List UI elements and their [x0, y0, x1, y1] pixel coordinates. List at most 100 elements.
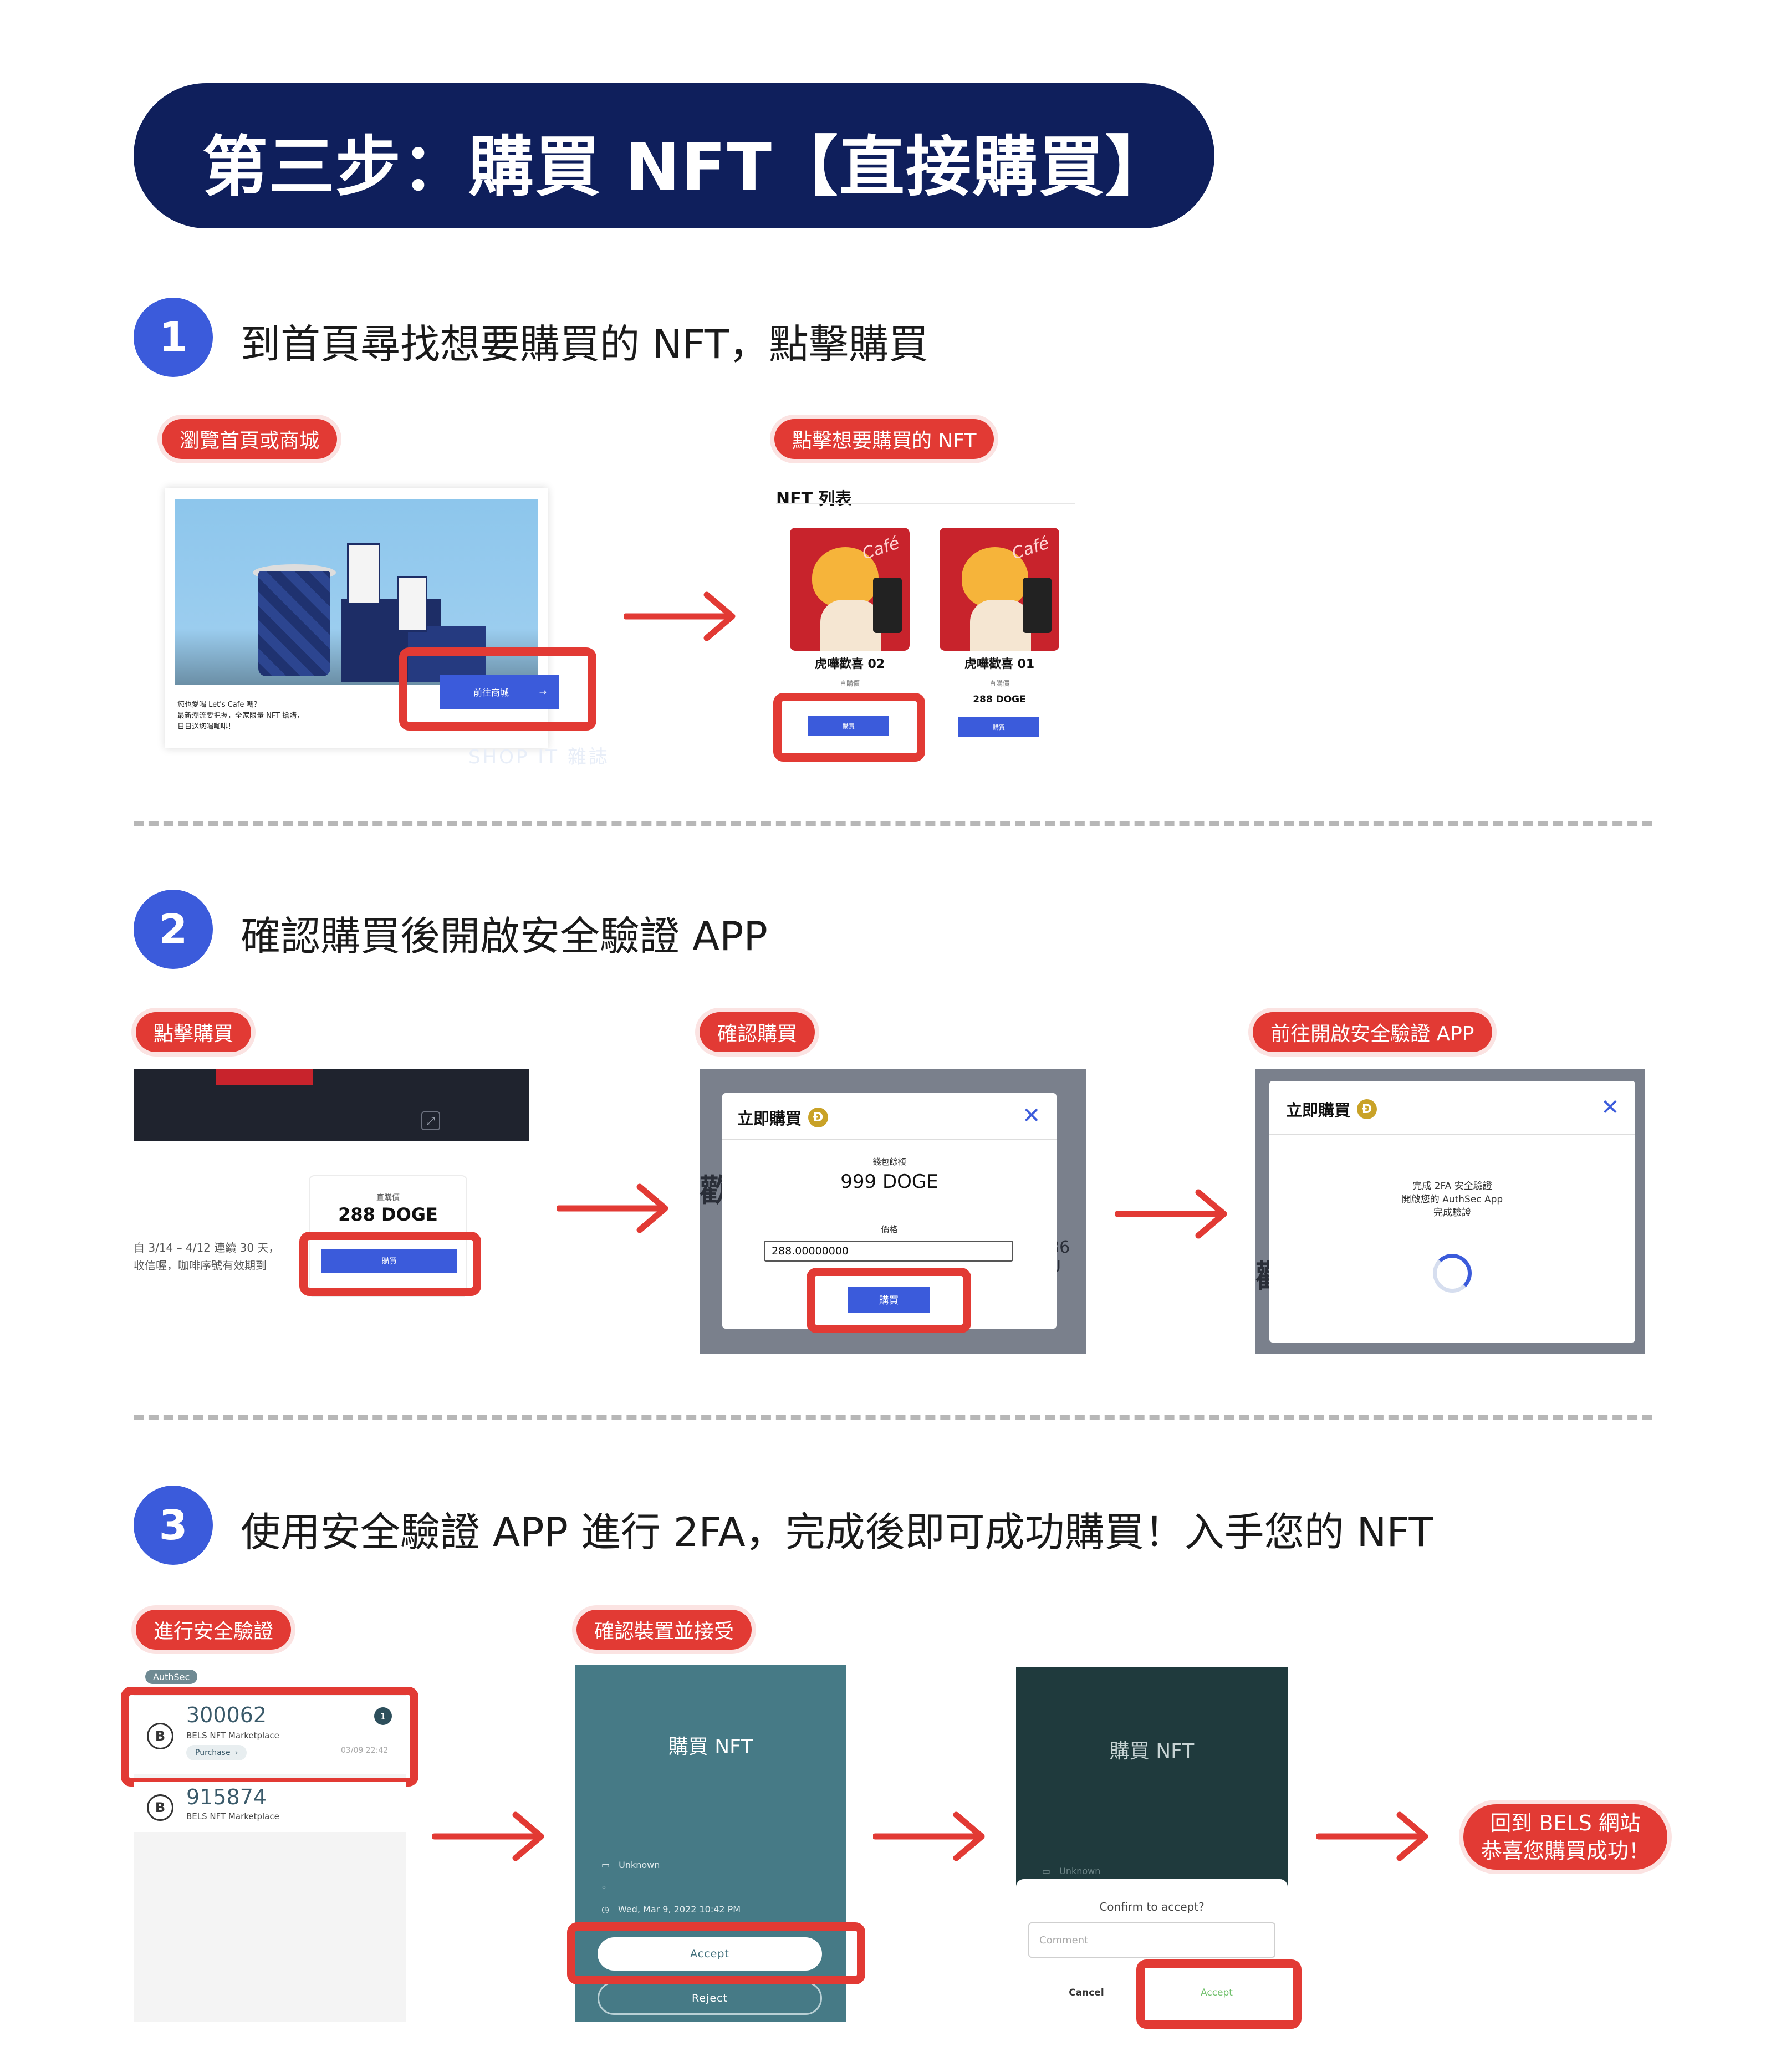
price-label: 價格 — [881, 1224, 898, 1234]
auth-code: 300062 — [186, 1703, 267, 1727]
auth-instructions: 完成 2FA 安全驗證 開啟您的 AuthSec App 完成驗證 — [1269, 1180, 1635, 1219]
arrow-right-icon — [1115, 1189, 1232, 1239]
highlight-accept-button — [1136, 1959, 1302, 2029]
screen-title: 購買 NFT — [1109, 1740, 1195, 1763]
divider — [722, 1139, 1057, 1140]
cafe-word: Café — [1009, 533, 1052, 564]
tag-confirm-device: 確認裝置並接受 — [576, 1610, 752, 1650]
divider — [1269, 1134, 1635, 1135]
modal-title: 立即購買 Ð — [1286, 1098, 1377, 1121]
faint-watermark-text: SHOP IT 雜誌 — [468, 746, 610, 768]
doge-coin-icon: Ð — [1357, 1099, 1377, 1119]
highlight-buy-button — [299, 1232, 481, 1296]
instruction-line: 完成驗證 — [1433, 1207, 1471, 1218]
buy-button[interactable]: 購買 — [808, 716, 889, 736]
step-heading-3: 使用安全驗證 APP 進行 2FA，完成後即可成功購買！入手您的 NFT — [241, 1509, 1433, 1555]
cup-illustration — [873, 578, 902, 633]
instruction-line: 完成 2FA 安全驗證 — [1412, 1181, 1492, 1192]
auth-modal — [1269, 1081, 1635, 1343]
nft-price-label: 直購價 — [839, 680, 860, 687]
price-input[interactable]: 288.00000000 — [764, 1241, 1013, 1262]
nft-list-title: NFT 列表 — [776, 489, 852, 509]
authsec-chip: AuthSec — [145, 1670, 198, 1684]
tag-open-app: 前往開啟安全驗證 APP — [1253, 1012, 1492, 1052]
arrow-right-icon — [557, 1183, 673, 1233]
caption-line: 您也愛喝 Let's Cafe 嗎？ — [177, 701, 261, 709]
highlight-shop-button — [399, 647, 596, 731]
doge-coin-icon: Ð — [808, 1108, 829, 1127]
success-line-1: 回到 BELS 網站 — [1490, 1811, 1641, 1835]
section-divider — [134, 821, 1652, 826]
nft-price-label: 直購價 — [989, 680, 1009, 687]
arrow-right-icon — [432, 1811, 549, 1861]
purchase-chip[interactable]: Purchase › — [186, 1745, 247, 1760]
auth-code: 915874 — [186, 1785, 267, 1809]
tiger-illustration — [962, 547, 1028, 608]
loading-spinner-icon — [1433, 1254, 1472, 1293]
price-value: 288 DOGE — [338, 1204, 438, 1225]
tiger-illustration — [970, 600, 1031, 651]
close-icon[interactable]: ✕ — [1022, 1103, 1041, 1129]
nft-name: 虎嘩歡喜 01 — [964, 657, 1035, 671]
arrow-right-icon — [1316, 1811, 1433, 1861]
comment-input[interactable]: Comment — [1028, 1922, 1275, 1958]
step-number-3: 3 — [134, 1486, 213, 1565]
request-datetime: Wed, Mar 9, 2022 10:42 PM — [617, 1904, 741, 1915]
buy-button[interactable]: 購買 — [848, 1287, 930, 1313]
tag-browse: 瀏覽首頁或商城 — [162, 419, 338, 459]
reject-button[interactable]: Reject — [598, 1982, 822, 2015]
arrow-right-icon — [873, 1811, 989, 1861]
description-line: 收信喔，咖啡序號有效期到 — [134, 1259, 267, 1272]
step-number-1: 1 — [134, 298, 213, 377]
purchase-label: Purchase — [195, 1748, 231, 1757]
laptop-icon: ▭ — [1042, 1866, 1051, 1876]
auth-request-row[interactable] — [134, 1782, 406, 1832]
balance-value: 999 DOGE — [840, 1171, 938, 1193]
auth-request-row[interactable] — [134, 1696, 406, 1774]
auth-app-name: BELS NFT Marketplace — [186, 1731, 279, 1741]
coffee-cup-image — [258, 571, 330, 676]
location-pin-icon: ⌖ — [601, 1882, 607, 1892]
device-name: Unknown — [1059, 1866, 1101, 1876]
go-to-shop-label: 前往商城 — [473, 687, 509, 698]
tag-confirm-buy: 確認購買 — [700, 1012, 815, 1052]
highlight-buy-button — [773, 693, 925, 762]
tiger-illustration — [812, 547, 879, 608]
step-number-2: 2 — [134, 890, 213, 969]
cancel-button[interactable]: Cancel — [1069, 1987, 1104, 1998]
nft-image-01[interactable]: Café — [940, 528, 1059, 651]
chevron-right-icon: › — [234, 1748, 238, 1757]
buy-button[interactable]: 購買 — [321, 1249, 457, 1273]
device-row: ▭ Unknown — [601, 1860, 660, 1870]
bels-logo-icon: B — [147, 1723, 173, 1749]
modal-title-text: 立即購買 — [737, 1109, 802, 1128]
nft-image-02[interactable]: Café — [790, 528, 910, 651]
modal-title: 立即購買 Ð — [737, 1106, 829, 1129]
accept-button[interactable]: Accept — [1201, 1987, 1233, 1998]
step-heading-2: 確認購買後開啟安全驗證 APP — [241, 913, 768, 960]
description-line: 自 3/14 – 4/12 連續 30 天， — [134, 1241, 280, 1254]
coffee-pack-image — [397, 576, 427, 632]
caption-line: 最新潮流要把握，全家限量 NFT 搶購， — [177, 712, 304, 720]
highlight-auth-request — [121, 1687, 418, 1787]
tag-click-buy: 點擊購買 — [136, 1012, 252, 1052]
section-divider — [134, 1415, 1652, 1420]
tiger-illustration — [820, 600, 881, 651]
clock-icon: ◷ — [601, 1904, 609, 1915]
accept-button[interactable]: Accept — [598, 1937, 822, 1971]
bels-logo-icon: B — [147, 1794, 173, 1821]
caption-line: 日日送您喝咖啡！ — [177, 723, 236, 731]
expand-icon[interactable]: ⤢ — [421, 1111, 440, 1130]
highlight-buy-button — [807, 1268, 971, 1333]
arrow-right-icon: → — [539, 686, 547, 697]
location-row: ⌖ — [601, 1882, 606, 1893]
go-to-shop-button[interactable]: 前往商城 → — [440, 675, 559, 709]
buy-button[interactable]: 購買 — [958, 717, 1039, 737]
notification-badge: 1 — [374, 1707, 392, 1725]
auth-time: 03/09 22:42 — [341, 1746, 389, 1755]
close-icon[interactable]: ✕ — [1601, 1095, 1620, 1120]
nft-image-edge — [216, 1069, 313, 1085]
step-heading-1: 到首頁尋找想要購買的 NFT，點擊購買 — [241, 321, 928, 368]
instruction-line: 開啟您的 AuthSec App — [1401, 1194, 1503, 1205]
nft-price: 288 DOGE — [973, 694, 1026, 705]
